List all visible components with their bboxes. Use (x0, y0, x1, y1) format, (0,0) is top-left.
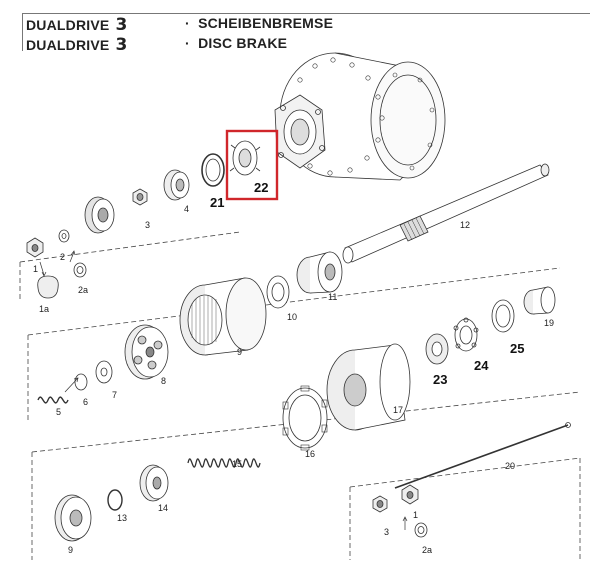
label-part-1-bottom: 1 (413, 510, 418, 520)
coupling-11 (296, 251, 343, 294)
spacer-ring-21 (201, 153, 225, 187)
label-part-15: 15 (232, 459, 242, 469)
label-part-17: 17 (393, 405, 403, 415)
label-part-3-bottom: 3 (384, 527, 389, 537)
label-part-2a: 2a (78, 285, 88, 295)
label-part-16: 16 (305, 449, 315, 459)
header-line-de: DUALDRIVE 3 (26, 15, 128, 35)
header-title-en: · DISC BRAKE (185, 35, 287, 51)
axle (342, 163, 550, 264)
label-part-9-bottom: 9 (68, 545, 73, 555)
ring-13 (107, 489, 123, 511)
toothed-ring-16 (282, 385, 328, 451)
gear-9-bottom (54, 494, 92, 542)
label-part-21: 21 (210, 195, 224, 210)
planet-carrier-8 (124, 324, 169, 380)
header-frame-top-rule (22, 13, 590, 14)
washer-2a (73, 262, 87, 278)
arrow-bottom (402, 516, 408, 530)
bushing-19 (523, 286, 556, 315)
freehub-ring-22 (229, 140, 261, 176)
clip-6 (74, 373, 88, 391)
bearing-cage-24 (453, 317, 479, 352)
header-frame-left-rule (22, 13, 23, 51)
label-part-5: 5 (56, 407, 61, 417)
title-text: SCHEIBENBREMSE (198, 15, 334, 31)
spring-5 (37, 396, 69, 404)
spring-15 (187, 458, 261, 468)
washer-7 (95, 360, 113, 384)
hub-body (274, 52, 446, 181)
label-part-24: 24 (474, 358, 489, 373)
label-part-9: 9 (237, 347, 242, 357)
label-part-22: 22 (254, 180, 268, 195)
label-part-20: 20 (505, 461, 515, 471)
nut-1-bottom (401, 484, 419, 505)
label-part-2: 2 (60, 252, 65, 262)
ring-25 (491, 299, 515, 333)
dust-cap-1a (37, 275, 59, 299)
ring-gear-9 (179, 277, 267, 356)
label-part-7: 7 (112, 390, 117, 400)
highlight-box (225, 129, 279, 201)
header-title-de: · SCHEIBENBREMSE (185, 15, 333, 31)
title-bullet: · (185, 35, 190, 51)
label-part-1a: 1a (39, 304, 49, 314)
washer-2 (58, 229, 70, 243)
product-name: DUALDRIVE (26, 17, 110, 33)
label-part-6: 6 (83, 397, 88, 407)
label-part-13: 13 (117, 513, 127, 523)
ring-10 (266, 275, 290, 309)
arrows (39, 250, 76, 277)
nut-3-bottom (372, 495, 388, 513)
nut-3 (132, 188, 148, 206)
part-labels: 1 2 1a 2a 3 4 12 11 10 9 8 7 6 5 19 17 1… (33, 204, 554, 555)
rod-20 (394, 422, 571, 489)
header-line-en: DUALDRIVE 3 (26, 35, 128, 55)
label-part-1: 1 (33, 264, 38, 274)
freehub-17 (326, 343, 411, 431)
part-labels-bold: 21 22 23 24 25 (210, 180, 524, 387)
clutch-14 (139, 464, 169, 502)
product-name: DUALDRIVE (26, 37, 110, 53)
label-part-25: 25 (510, 341, 524, 356)
label-part-10: 10 (287, 312, 297, 322)
label-part-14: 14 (158, 503, 168, 513)
product-number: 3 (115, 15, 128, 35)
label-part-2a-bottom: 2a (422, 545, 432, 555)
end-cap (84, 196, 115, 234)
label-part-23: 23 (433, 372, 447, 387)
washer-2a-bottom (414, 522, 428, 538)
label-part-19: 19 (544, 318, 554, 328)
nut-1 (26, 237, 44, 258)
label-part-12: 12 (460, 220, 470, 230)
bearing-nut-4 (163, 169, 190, 201)
title-bullet: · (185, 15, 190, 31)
product-number: 3 (115, 35, 128, 55)
bearing-23 (425, 333, 449, 365)
label-part-4: 4 (184, 204, 189, 214)
arrow-5 (64, 377, 79, 393)
title-text: DISC BRAKE (198, 35, 288, 51)
label-part-11: 11 (328, 292, 337, 302)
label-part-8: 8 (161, 376, 166, 386)
label-part-3: 3 (145, 220, 150, 230)
